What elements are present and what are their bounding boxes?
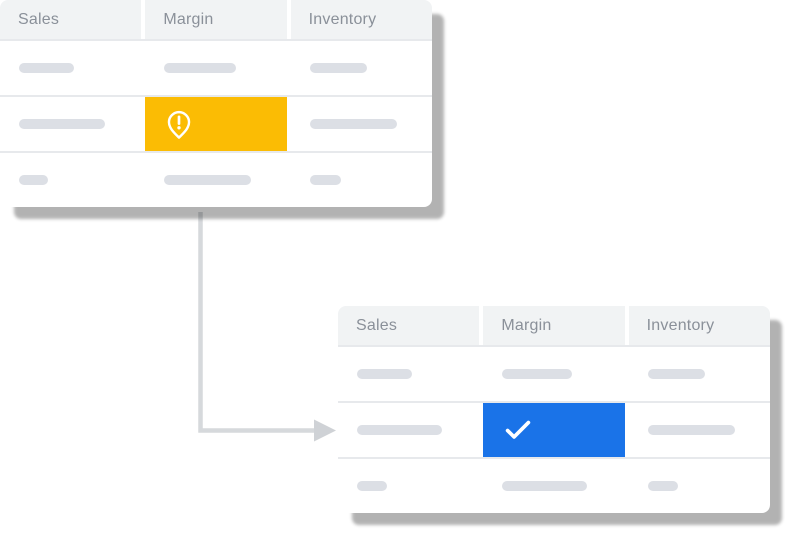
column-header-margin: Margin [145, 0, 287, 39]
placeholder-cell [483, 347, 624, 401]
table-row [338, 457, 770, 513]
table-row [0, 151, 432, 207]
placeholder-pill [357, 369, 412, 379]
placeholder-cell [629, 403, 770, 457]
placeholder-pill [19, 175, 48, 185]
table-row [0, 39, 432, 95]
placeholder-cell [629, 347, 770, 401]
column-header-inventory: Inventory [290, 0, 432, 39]
placeholder-cell [0, 97, 141, 151]
table-row [338, 401, 770, 457]
placeholder-pill [164, 175, 252, 185]
flow-arrow-head-icon [314, 419, 336, 442]
column-header-sales: Sales [338, 306, 480, 345]
placeholder-pill [502, 481, 588, 491]
placeholder-cell [338, 403, 479, 457]
table-row [0, 95, 432, 151]
placeholder-pill [357, 481, 387, 491]
placeholder-cell [145, 41, 286, 95]
placeholder-pill [309, 175, 341, 185]
column-header-margin: Margin [483, 306, 625, 345]
checkmark-icon [503, 417, 533, 443]
placeholder-pill [647, 369, 705, 379]
placeholder-cell [338, 459, 479, 513]
placeholder-cell [0, 41, 141, 95]
placeholder-cell [291, 97, 432, 151]
placeholder-pill [647, 481, 678, 491]
placeholder-cell [338, 347, 479, 401]
placeholder-pill [19, 119, 105, 129]
flow-arrow-line [198, 212, 317, 433]
resolved-highlight-cell [483, 403, 625, 457]
placeholder-cell [629, 459, 770, 513]
placeholder-pill [357, 425, 442, 435]
column-header-sales: Sales [0, 0, 142, 39]
placeholder-cell [0, 153, 141, 207]
placeholder-pill [310, 119, 397, 129]
placeholder-pill [309, 63, 367, 73]
placeholder-cell [291, 153, 432, 207]
table-row [338, 345, 770, 401]
placeholder-pill [648, 425, 735, 435]
placeholder-cell [483, 459, 624, 513]
placeholder-cell [145, 153, 286, 207]
placeholder-pill [164, 63, 237, 73]
placeholder-pill [19, 63, 74, 73]
alert-pin-icon [165, 109, 193, 140]
column-header-inventory: Inventory [628, 306, 770, 345]
placeholder-cell [291, 41, 432, 95]
warning-highlight-cell [145, 97, 287, 151]
placeholder-pill [502, 369, 573, 379]
